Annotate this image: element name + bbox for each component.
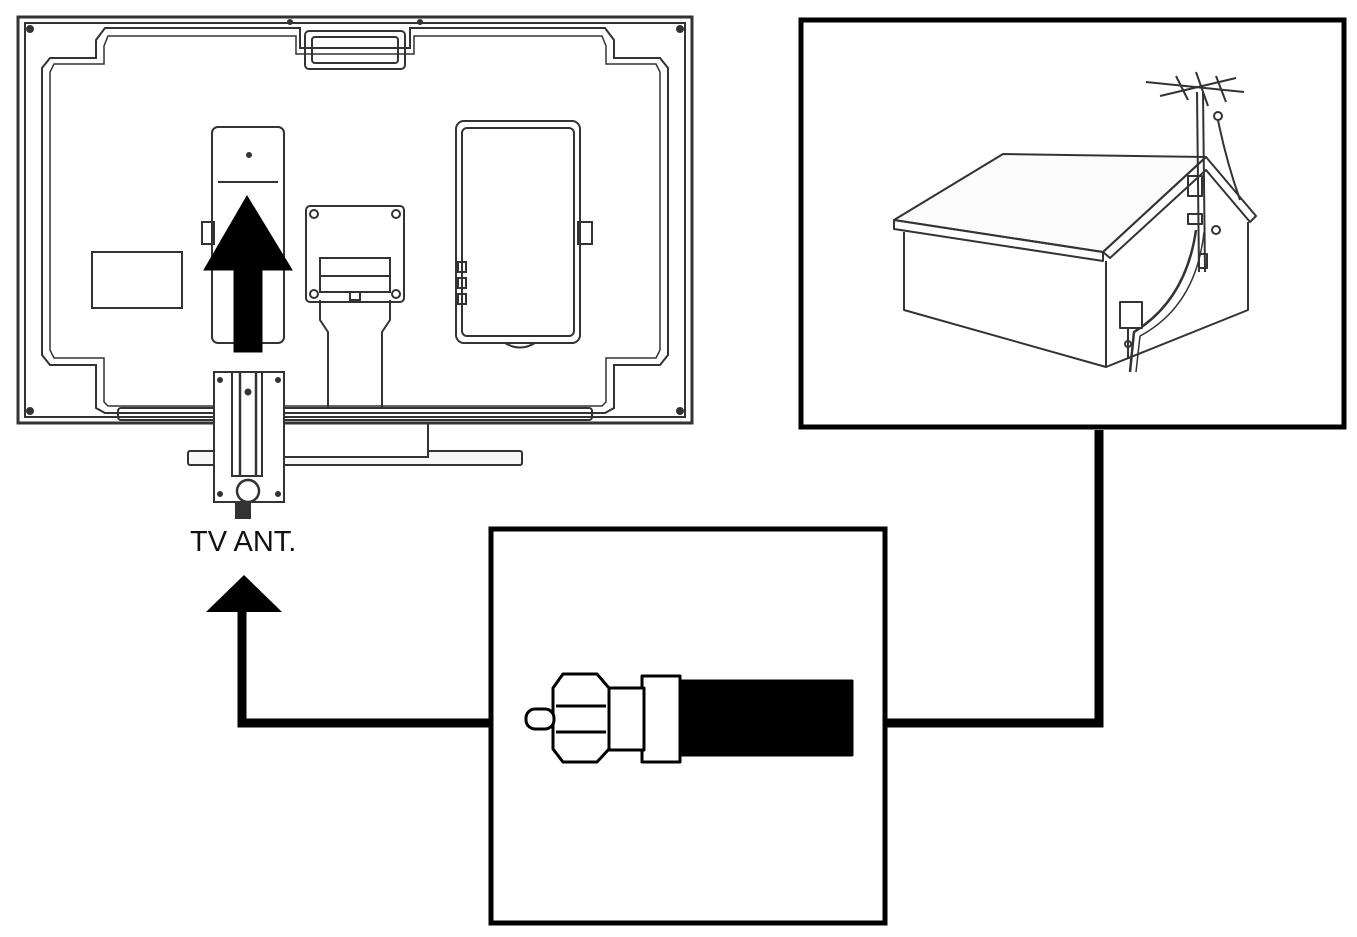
arrow-up-icon: [203, 195, 293, 353]
house-with-roof-antenna-icon: [893, 71, 1257, 373]
tv-antenna-port-label: TV ANT.: [190, 526, 297, 558]
tv-back-panel-icon: [16, 15, 694, 519]
coax-cable-route: [237, 430, 1104, 728]
arrow-up-icon: [206, 575, 282, 612]
coaxial-f-connector-icon: [524, 672, 854, 764]
